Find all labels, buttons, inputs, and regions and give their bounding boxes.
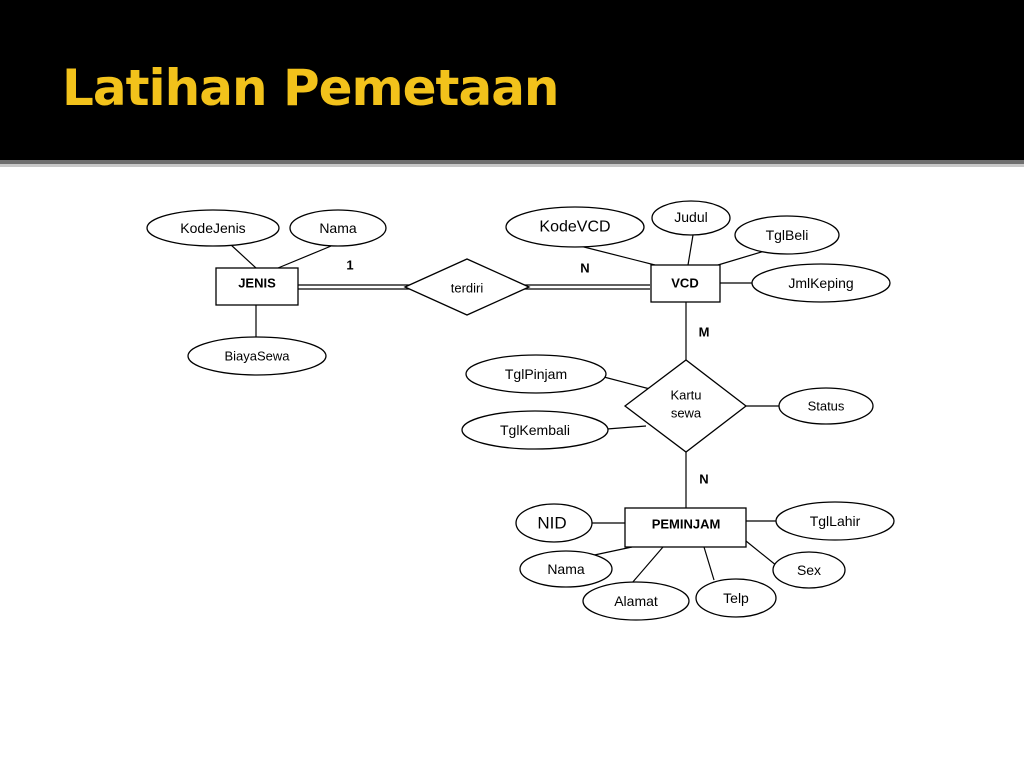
attribute-jmlkeping-label: JmlKeping <box>788 275 853 291</box>
cardinality-kartu-peminjam: N <box>699 472 708 487</box>
relationship-terdiri: terdiri <box>403 258 531 316</box>
attribute-tglbeli: TglBeli <box>734 215 840 255</box>
line-nama-jenis <box>277 243 337 269</box>
attribute-tglkembali: TglKembali <box>461 410 609 450</box>
attribute-jenis-nama-label: Nama <box>319 220 357 236</box>
relationship-kartu-sewa-label-line1: Kartu <box>670 388 701 403</box>
line-kodejenis-jenis <box>229 243 257 269</box>
attribute-tgllahir: TglLahir <box>775 501 895 541</box>
attribute-peminjam-nama: Nama <box>519 550 613 588</box>
attribute-nid-label: NID <box>537 514 566 533</box>
line-alamat-peminjam <box>631 546 664 584</box>
attribute-kodejenis-label: KodeJenis <box>180 220 245 236</box>
title-divider <box>0 160 1024 164</box>
attribute-status: Status <box>778 387 874 425</box>
attribute-kodejenis: KodeJenis <box>146 209 280 247</box>
relationship-kartu-sewa: Kartu sewa <box>623 359 748 453</box>
relationship-terdiri-label: terdiri <box>451 281 484 296</box>
attribute-biayasewa: BiayaSewa <box>187 336 327 376</box>
attribute-tglkembali-label: TglKembali <box>500 422 570 438</box>
attribute-tglbeli-label: TglBeli <box>766 227 809 243</box>
connector-lines <box>229 234 782 584</box>
attribute-telp-label: Telp <box>723 590 749 606</box>
cardinality-vcd-kartu: M <box>699 325 710 340</box>
attribute-telp: Telp <box>695 578 777 618</box>
relationship-kartu-sewa-label-line2: sewa <box>671 406 702 421</box>
attribute-tgllahir-label: TglLahir <box>810 513 861 529</box>
line-tglpinjam-kartu <box>599 375 651 390</box>
attribute-biayasewa-label: BiayaSewa <box>224 349 290 364</box>
attribute-kodevcd-label: KodeVCD <box>539 219 610 236</box>
line-judul-vcd <box>687 234 694 266</box>
attribute-tglpinjam-label: TglPinjam <box>505 366 567 382</box>
slide-title: Latihan Pemetaan <box>62 59 560 117</box>
attribute-sex: Sex <box>772 551 846 589</box>
attribute-nid: NID <box>515 503 593 543</box>
line-tglbeli-vcd <box>717 249 769 266</box>
attribute-sex-label: Sex <box>797 562 821 578</box>
attribute-peminjam-nama-label: Nama <box>547 561 585 577</box>
title-divider-shadow <box>0 164 1024 167</box>
cardinality-terdiri-vcd: N <box>580 261 589 276</box>
attribute-kodevcd: KodeVCD <box>505 206 645 248</box>
entity-peminjam: PEMINJAM <box>624 507 747 548</box>
attribute-judul-label: Judul <box>674 209 707 225</box>
entity-vcd-label: VCD <box>671 276 698 291</box>
attribute-alamat: Alamat <box>582 581 690 621</box>
attribute-status-label: Status <box>808 399 845 414</box>
attribute-alamat-label: Alamat <box>614 593 658 609</box>
attribute-tglpinjam: TglPinjam <box>465 354 607 394</box>
attribute-jmlkeping: JmlKeping <box>751 263 891 303</box>
entity-vcd: VCD <box>650 264 721 303</box>
attribute-jenis-nama: Nama <box>289 209 387 247</box>
line-kodevcd-vcd <box>579 245 656 266</box>
attribute-judul: Judul <box>651 200 731 236</box>
entity-jenis: JENIS <box>215 267 299 306</box>
cardinality-jenis-terdiri: 1 <box>346 258 353 273</box>
title-bar <box>0 0 1024 160</box>
line-sex-peminjam <box>745 540 778 567</box>
entity-peminjam-label: PEMINJAM <box>652 517 721 532</box>
line-telp-peminjam <box>703 546 715 581</box>
entity-jenis-label: JENIS <box>238 276 276 291</box>
